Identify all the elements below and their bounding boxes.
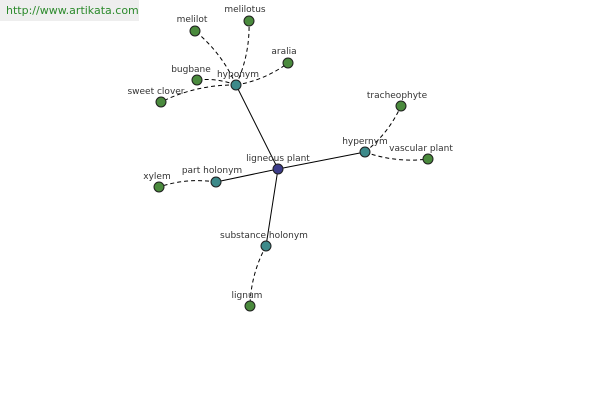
term-label-tracheophyte[interactable]: tracheophyte: [367, 91, 428, 101]
relation-label-hypernym[interactable]: hypernym: [342, 137, 388, 147]
term-node-melilot[interactable]: [189, 25, 201, 37]
term-label-bugbane[interactable]: bugbane: [171, 65, 211, 75]
site-url-banner[interactable]: http://www.artikata.com: [0, 0, 139, 21]
edge-root-hyponym: [235, 84, 279, 170]
term-label-lignum[interactable]: lignum: [232, 291, 263, 301]
relation-label-hyponym[interactable]: hyponym: [217, 70, 259, 80]
edge-hypernym-vascular-plant: [364, 151, 429, 161]
relation-label-part-holonym[interactable]: part holonym: [182, 166, 242, 176]
term-label-sweet-clover[interactable]: sweet clover: [127, 87, 184, 97]
term-node-xylem[interactable]: [153, 181, 165, 193]
root-label[interactable]: ligneous plant: [246, 154, 310, 164]
relation-node-hypernym[interactable]: [359, 146, 371, 158]
relation-node-part-holonym[interactable]: [210, 176, 222, 188]
edge-hypernym-tracheophyte: [364, 105, 402, 153]
term-node-lignum[interactable]: [244, 300, 256, 312]
term-node-melilotus[interactable]: [243, 15, 255, 27]
edge-root-part-holonym: [215, 168, 279, 183]
term-label-aralia[interactable]: aralia: [271, 47, 296, 57]
term-node-sweet-clover[interactable]: [155, 96, 167, 108]
term-node-aralia[interactable]: [282, 57, 294, 69]
nodes-layer: [153, 15, 434, 312]
edge-root-hypernym: [277, 151, 366, 170]
edge-hyponym-bugbane: [196, 78, 237, 86]
term-node-bugbane[interactable]: [191, 74, 203, 86]
term-label-melilotus[interactable]: melilotus: [224, 5, 266, 15]
edge-root-substance-holonym: [265, 168, 279, 247]
relation-node-hyponym[interactable]: [230, 79, 242, 91]
term-label-vascular-plant[interactable]: vascular plant: [389, 144, 453, 154]
root-node[interactable]: [272, 163, 284, 175]
term-label-melilot[interactable]: melilot: [177, 15, 208, 25]
labels-layer: melilot melilotus aralia bugbane sweet clove…: [127, 5, 453, 301]
relation-label-substance-holonym[interactable]: substance holonym: [220, 231, 308, 241]
edge-hyponym-sweet-clover: [160, 84, 237, 103]
relation-node-substance-holonym[interactable]: [260, 240, 272, 252]
term-label-xylem[interactable]: xylem: [143, 172, 170, 182]
term-node-tracheophyte[interactable]: [395, 100, 407, 112]
edge-hyponym-melilotus: [235, 20, 250, 86]
term-node-vascular-plant[interactable]: [422, 153, 434, 165]
